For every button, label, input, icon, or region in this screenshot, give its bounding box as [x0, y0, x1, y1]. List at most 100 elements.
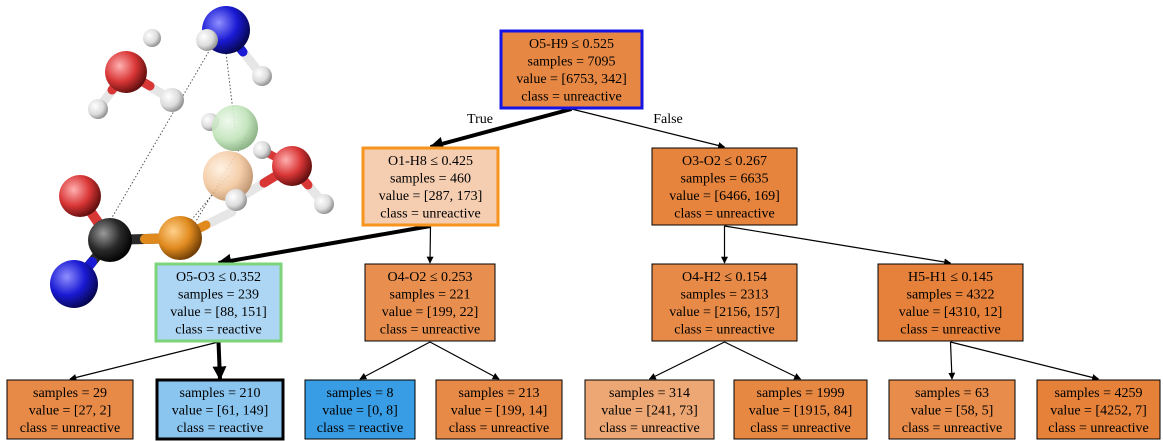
tree-node-line: value = [241, 73]: [601, 403, 698, 418]
tree-edge-n1-n3: [217, 224, 431, 268]
tree-node-line: class = unreactive: [902, 421, 1002, 436]
tree-node-root: O5-H9 ≤ 0.525 samples = 7095 value = [6753…: [499, 29, 644, 110]
oxygen-atom: [272, 146, 312, 186]
oxygen-atom-orange: [158, 216, 202, 260]
tree-edge-root-n1: [429, 107, 573, 151]
oxygen-atom-highlight: [203, 151, 253, 201]
tree-edge-root-n2: [571, 108, 726, 149]
hydrogen-atom: [143, 29, 161, 47]
tree-node-line: class = reactive: [317, 421, 403, 436]
tree-node-line: class = unreactive: [674, 323, 774, 338]
tree-node-line: value = [6466, 169]: [669, 189, 780, 204]
hydrogen-atom: [252, 66, 272, 86]
tree-node-line: value = [61, 149]: [172, 403, 269, 418]
tree-node-l3: samples = 8 value = [0, 8] class = reactiv…: [304, 379, 416, 440]
tree-node-box: [155, 378, 285, 441]
tree-node-line: samples = 4322: [907, 288, 995, 303]
tree-node-line: class = unreactive: [20, 421, 120, 436]
tree-node-box: [361, 146, 500, 227]
tree-node-line: class = unreactive: [674, 207, 774, 222]
tree-node-line: samples = 8: [327, 386, 394, 401]
tree-node-line: class = unreactive: [380, 323, 480, 338]
tree-node-line: samples = 63: [915, 386, 989, 401]
tree-node-box: [584, 379, 715, 440]
tree-node-line: O4-O2 ≤ 0.253: [387, 270, 472, 285]
tree-node-line: class = unreactive: [750, 421, 850, 436]
tree-edge-n3-l2: [212, 341, 227, 381]
edge-label-true: True: [467, 112, 493, 127]
hydrogen-atom-highlight: [212, 105, 258, 151]
tree-node-line: class = reactive: [175, 323, 261, 338]
tree-node-line: O4-H2 ≤ 0.154: [682, 270, 767, 285]
tree-edge-n6-l8: [950, 341, 1100, 381]
tree-node-l2: samples = 210 value = [61, 149] class = re…: [155, 378, 285, 441]
tree-node-box: [6, 379, 134, 440]
tree-node-box: [154, 262, 283, 343]
oxygen-atom: [105, 51, 147, 93]
tree-edge-n3-l1: [69, 341, 219, 381]
tree-node-line: class = unreactive: [449, 421, 549, 436]
tree-edge-n6-l7: [948, 341, 956, 380]
molecule-illustration: [50, 6, 334, 308]
tree-node-line: class = unreactive: [521, 90, 621, 105]
tree-node-n2: O3-O2 ≤ 0.267 samples = 6635 value = [6466…: [651, 147, 798, 226]
tree-node-line: value = [27, 2]: [29, 403, 112, 418]
tree-node-line: samples = 210: [180, 386, 261, 401]
tree-node-line: O5-O3 ≤ 0.352: [176, 270, 261, 285]
tree-edge-n4-l3: [359, 341, 431, 380]
tree-node-l1: samples = 29 value = [27, 2] class = unrea…: [6, 379, 134, 440]
tree-node-line: samples = 460: [390, 172, 471, 187]
tree-edge-n2-n6: [724, 225, 952, 266]
tree-node-box: [888, 379, 1016, 440]
tree-node-line: value = [4252, 7]: [1050, 403, 1147, 418]
tree-node-line: class = unreactive: [900, 323, 1000, 338]
hydrogen-atom: [88, 99, 108, 119]
tree-node-line: value = [287, 173]: [379, 189, 483, 204]
tree-node-line: samples = 1999: [757, 386, 845, 401]
tree-node-line: samples = 4259: [1055, 386, 1143, 401]
tree-node-box: [435, 379, 563, 440]
tree-node-line: O5-H9 ≤ 0.525: [529, 37, 614, 52]
tree-node-box: [364, 263, 496, 342]
tree-node-l8: samples = 4259 value = [4252, 7] class = u…: [1036, 379, 1161, 440]
tree-node-box: [304, 379, 416, 440]
tree-node-n1: O1-H8 ≤ 0.425 samples = 460 value = [287, …: [361, 146, 500, 227]
tree-node-line: value = [6753, 342]: [516, 72, 627, 87]
tree-node-box: [733, 379, 868, 440]
tree-node-n4: O4-O2 ≤ 0.253 samples = 221 value = [199, …: [364, 263, 496, 342]
tree-node-box: [499, 29, 644, 110]
tree-node-box: [877, 263, 1024, 342]
tree-node-line: O1-H8 ≤ 0.425: [388, 154, 473, 169]
tree-node-line: value = [199, 22]: [382, 305, 479, 320]
hydrogen-atom: [160, 88, 184, 112]
tree-edge-n4-l4: [429, 341, 500, 380]
tree-node-line: samples = 29: [33, 386, 107, 401]
tree-node-line: samples = 7095: [528, 55, 616, 70]
tree-node-line: samples = 221: [390, 288, 471, 303]
hydrogen-atom: [253, 141, 271, 159]
tree-node-line: class = reactive: [177, 421, 263, 436]
tree-node-line: value = [0, 8]: [322, 403, 398, 418]
oxygen-atom: [59, 175, 101, 217]
tree-node-box: [651, 147, 798, 226]
tree-node-box: [651, 263, 798, 342]
tree-node-line: samples = 314: [609, 386, 690, 401]
tree-node-line: samples = 6635: [681, 172, 769, 187]
tree-node-line: class = unreactive: [1048, 421, 1148, 436]
tree-node-line: value = [199, 14]: [451, 403, 548, 418]
nitrogen-atom: [50, 260, 98, 308]
tree-node-line: class = unreactive: [380, 207, 480, 222]
hydrogen-atom: [196, 29, 218, 51]
tree-node-line: value = [2156, 157]: [669, 305, 780, 320]
tree-edge-n5-l6: [724, 341, 802, 380]
hydrogen-atom: [314, 194, 334, 214]
tree-node-line: O3-O2 ≤ 0.267: [682, 154, 767, 169]
tree-edge-n5-l5: [648, 341, 725, 380]
